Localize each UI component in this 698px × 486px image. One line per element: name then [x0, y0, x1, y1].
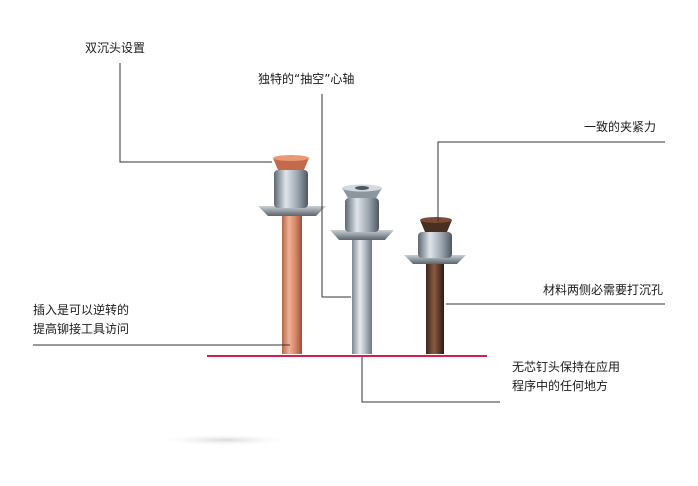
label-insert-reverse-2: 提高铆接工具访问 — [33, 322, 130, 336]
leader-double-countersunk — [119, 63, 272, 163]
floor-shadow — [155, 434, 295, 446]
label-no-core-1: 无芯钉头保持在应用 — [512, 360, 621, 374]
steel-rivet — [330, 184, 394, 354]
label-insert-reverse-1: 插入是可以逆转的 — [33, 303, 130, 317]
leader-hollow-mandrel — [321, 94, 351, 298]
label-no-core-2: 程序中的任何地方 — [512, 379, 609, 393]
leader-no-core — [361, 357, 500, 403]
label-countersink-both-sides: 材料两侧必需要打沉孔 — [543, 283, 664, 297]
label-double-countersunk: 双沉头设置 — [85, 41, 146, 55]
label-hollow-mandrel: 独特的“抽空”心轴 — [258, 72, 355, 86]
label-consistent-clamping: 一致的夹紧力 — [584, 120, 657, 134]
leader-lines — [33, 63, 665, 403]
leader-consistent-clamping — [437, 141, 665, 222]
brown-rivet — [404, 217, 466, 354]
copper-rivet — [258, 155, 326, 354]
